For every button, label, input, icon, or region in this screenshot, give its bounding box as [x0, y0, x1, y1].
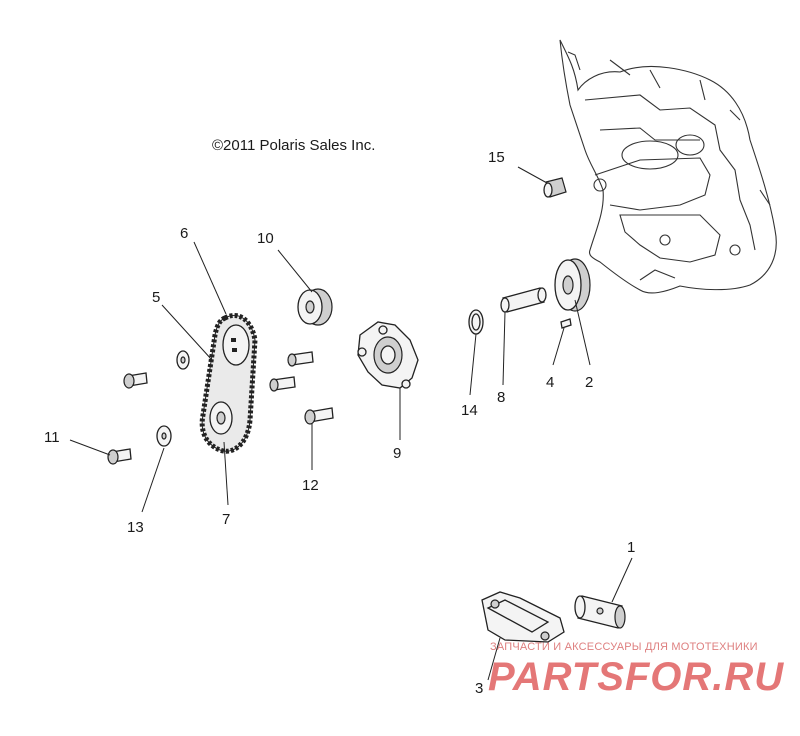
part-4-pin — [560, 318, 572, 329]
engine-case-drawing — [559, 39, 777, 294]
part-12-bolts — [269, 351, 334, 425]
callout-3: 3 — [475, 680, 483, 697]
watermark-brand: PARTSFOR.RU — [488, 655, 784, 699]
part-3-bracket — [481, 591, 565, 643]
callout-10: 10 — [257, 230, 274, 247]
part-11-bolts — [107, 372, 148, 465]
part-7-sprocket — [209, 401, 233, 435]
callout-8: 8 — [497, 389, 505, 406]
callout-9: 9 — [393, 445, 401, 462]
part-13-washer — [156, 425, 172, 447]
callout-11: 11 — [44, 429, 60, 446]
part-6-chain — [199, 313, 258, 454]
part-14-snap-ring — [468, 309, 484, 335]
callout-2: 2 — [585, 374, 593, 391]
callout-13: 13 — [127, 519, 144, 536]
part-9-pump-housing — [357, 321, 419, 389]
part-1-sleeve — [574, 595, 626, 629]
callout-14: 14 — [461, 402, 478, 419]
callout-12: 12 — [302, 477, 319, 494]
callout-6: 6 — [180, 225, 188, 242]
part-15-bushing — [543, 177, 567, 198]
part-10-spacer — [297, 288, 333, 326]
callout-4: 4 — [546, 374, 554, 391]
part-5-washer — [176, 350, 190, 370]
watermark: ЗАПЧАСТИ И АКСЕССУАРЫ ДЛЯ МОТОТЕХНИКИ PA… — [488, 641, 784, 699]
part-2-gear — [554, 258, 591, 312]
part-8-shaft — [500, 287, 547, 313]
callout-7: 7 — [222, 511, 230, 528]
watermark-subtitle: ЗАПЧАСТИ И АКСЕССУАРЫ ДЛЯ МОТОТЕХНИКИ — [490, 641, 758, 653]
copyright-text: ©2011 Polaris Sales Inc. — [212, 137, 375, 154]
callout-15: 15 — [488, 149, 505, 166]
callout-1: 1 — [627, 539, 635, 556]
callout-5: 5 — [152, 289, 160, 306]
